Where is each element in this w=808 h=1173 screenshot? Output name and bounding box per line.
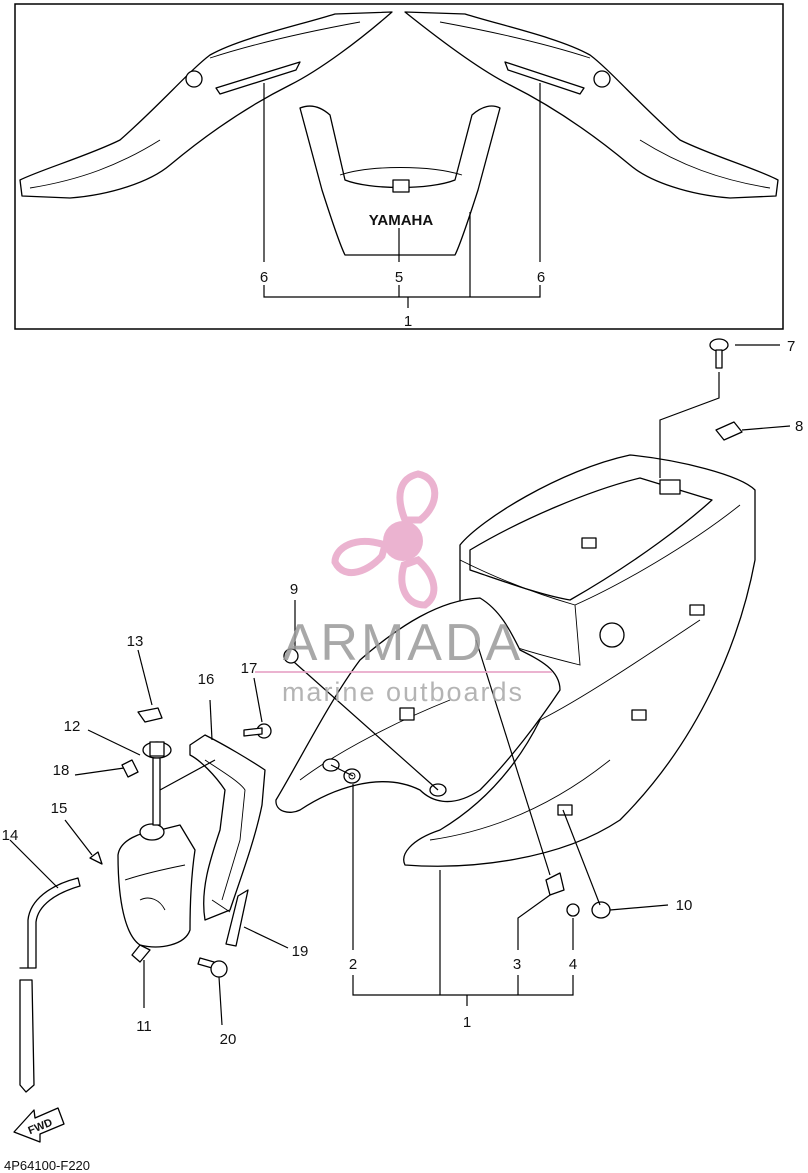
clip-15 xyxy=(89,851,103,865)
callout-7: 7 xyxy=(787,338,795,355)
callout-17: 17 xyxy=(241,660,258,677)
tail-cover-center: YAMAHA xyxy=(299,105,501,256)
callout-2: 2 xyxy=(349,956,357,973)
callout-19: 19 xyxy=(292,943,309,960)
elbow-13 xyxy=(137,707,163,723)
callout-1-inset: 1 xyxy=(404,313,412,330)
clamp-18 xyxy=(121,759,139,778)
callout-6-left: 6 xyxy=(260,269,268,286)
callout-1: 1 xyxy=(463,1014,471,1031)
bracket-16 xyxy=(189,734,266,921)
callout-15: 15 xyxy=(51,800,68,817)
watermark: ARMADA marine outboards xyxy=(255,470,552,707)
screw-7 xyxy=(709,338,729,369)
callout-3: 3 xyxy=(513,956,521,973)
callout-20: 20 xyxy=(220,1031,237,1048)
watermark-brand: ARMADA xyxy=(283,614,523,672)
yamaha-emblem: YAMAHA xyxy=(369,212,434,229)
callout-18: 18 xyxy=(53,762,70,779)
callout-5: 5 xyxy=(395,269,403,286)
fwd-arrow: FWD xyxy=(13,1107,65,1143)
seat-cowl-assembly xyxy=(403,454,756,867)
callout-9: 9 xyxy=(290,581,298,598)
nut-8 xyxy=(715,421,743,441)
side-cover-right xyxy=(404,11,779,199)
side-cover-left xyxy=(19,11,393,199)
callout-13: 13 xyxy=(127,633,144,650)
collar-9 xyxy=(283,648,299,664)
callout-10: 10 xyxy=(676,897,693,914)
callout-14: 14 xyxy=(2,827,19,844)
rivet-4 xyxy=(566,903,580,917)
diagram-code: 4P64100-F220 xyxy=(4,1158,90,1173)
callout-8: 8 xyxy=(795,418,803,435)
hose-14 xyxy=(19,877,81,1093)
bolt-20 xyxy=(197,957,228,978)
watermark-tagline: marine outboards xyxy=(282,677,524,707)
reservoir-tank xyxy=(117,823,196,963)
callout-12: 12 xyxy=(64,718,81,735)
bolt-10 xyxy=(591,901,611,919)
reservoir-cap xyxy=(142,741,172,826)
screw-17 xyxy=(243,723,272,739)
propeller-logo xyxy=(331,470,439,609)
clip-3 xyxy=(545,872,565,896)
callout-6-right: 6 xyxy=(537,269,545,286)
damper-19 xyxy=(225,889,249,947)
callout-16: 16 xyxy=(198,671,215,688)
callout-11: 11 xyxy=(136,1018,152,1035)
callout-4: 4 xyxy=(569,956,577,973)
